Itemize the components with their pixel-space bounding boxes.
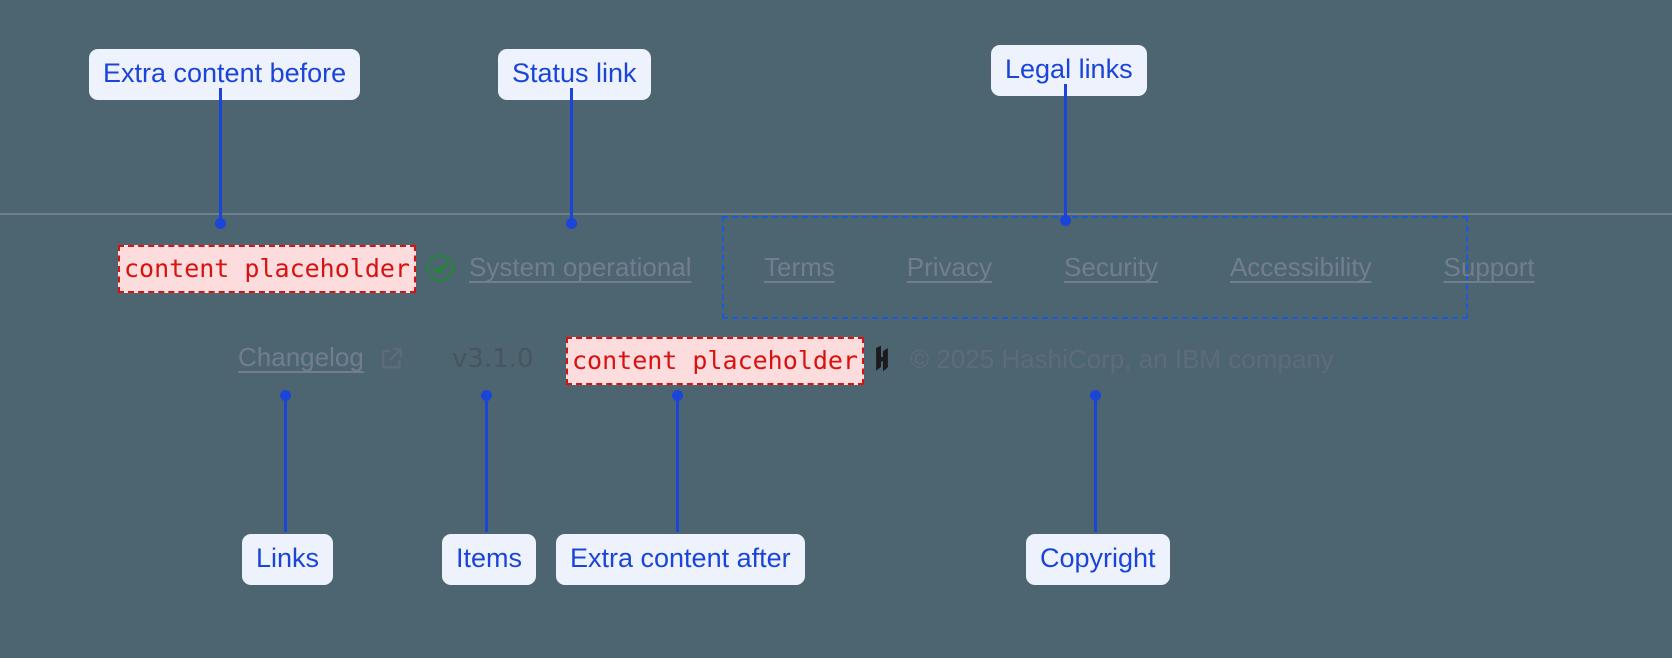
leader-dot-links [280,390,291,401]
legal-link-privacy[interactable]: Privacy [906,252,993,282]
leader-line-links [284,396,287,532]
legal-link-terms[interactable]: Terms [764,252,835,282]
leader-line-extra-content-after [676,396,679,532]
legal-links-group: Terms Privacy Security Accessibility Sup… [722,216,1535,319]
legal-link-security[interactable]: Security [1064,252,1158,282]
leader-line-extra-content-before [219,88,222,224]
leader-dot-extra-content-before [215,218,226,229]
leader-dot-extra-content-after [672,390,683,401]
callout-items: Items [442,534,537,585]
changelog-link[interactable]: Changelog [238,342,364,372]
copyright-text: © 2025 HashiCorp, an IBM company [910,344,1334,374]
leader-line-status-link [570,88,573,224]
leader-dot-legal-links [1060,215,1071,226]
callout-legal-links: Legal links [991,45,1147,96]
callout-extra-content-before: Extra content before [89,49,361,100]
callout-extra-content-after: Extra content after [556,534,805,585]
leader-dot-copyright [1090,390,1101,401]
extra-content-before-placeholder: content placeholder [118,245,416,293]
leader-line-copyright [1094,396,1097,532]
external-link-icon [378,344,406,372]
leader-line-legal-links [1064,84,1067,220]
footer-extra-before-slot: content placeholder [118,245,416,293]
version-item: v3.1.0 [452,344,534,374]
legal-link-support[interactable]: Support [1443,252,1535,282]
status-link[interactable]: System operational [469,252,692,282]
hashicorp-logo-icon [868,345,896,375]
footer-copyright-slot: © 2025 HashiCorp, an IBM company [868,344,1334,375]
extra-content-after-placeholder: content placeholder [566,337,864,385]
callout-links: Links [242,534,334,585]
footer-items-slot: v3.1.0 [452,344,534,374]
leader-line-items [485,396,488,532]
callout-copyright: Copyright [1026,534,1170,585]
footer-top-divider [0,213,1672,215]
leader-dot-items [481,390,492,401]
callout-status-link: Status link [498,49,651,100]
legal-link-accessibility[interactable]: Accessibility [1229,252,1372,282]
footer-extra-after-slot: content placeholder [566,337,864,385]
leader-dot-status-link [566,218,577,229]
footer-status-slot[interactable]: System operational [425,252,692,283]
footer-links-slot[interactable]: Changelog [238,342,406,373]
check-circle-icon [425,253,455,283]
